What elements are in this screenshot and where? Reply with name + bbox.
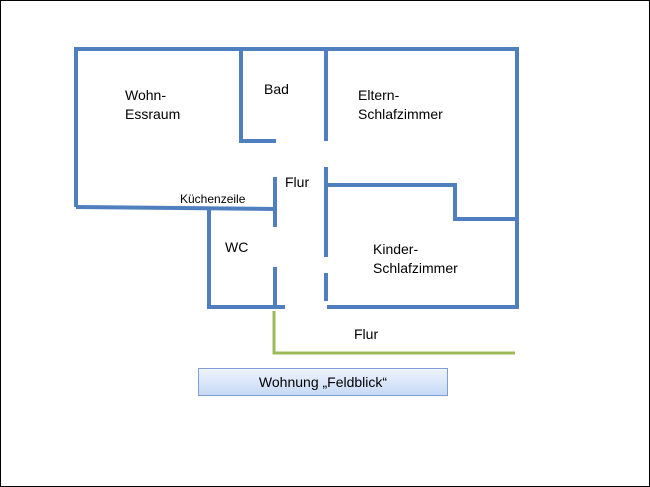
label-eltern: Eltern-	[358, 87, 400, 103]
label-flur-outer: Flur	[354, 326, 379, 342]
label-kuechenzeile: Küchenzeile	[180, 192, 246, 206]
walls	[74, 47, 519, 309]
corridor-outline	[272, 311, 515, 355]
label-bad: Bad	[264, 81, 289, 97]
label-essraum: Essraum	[125, 106, 181, 122]
wall-parents-bottom	[327, 183, 517, 221]
apartment-title: Wohnung „Feldblick“	[198, 368, 448, 396]
label-eltern-schlafzimmer: Schlafzimmer	[358, 106, 443, 122]
label-kinder-schlafzimmer: Schlafzimmer	[373, 260, 458, 276]
label-wc: WC	[225, 239, 249, 255]
wall-wc	[207, 209, 285, 309]
wall-bathroom	[239, 49, 276, 143]
label-flur-inner: Flur	[285, 174, 310, 190]
wall-kitchen	[75, 205, 277, 211]
label-wohn: Wohn-	[125, 87, 166, 103]
label-kinder: Kinder-	[373, 241, 419, 257]
wall-outer-living	[74, 47, 519, 309]
